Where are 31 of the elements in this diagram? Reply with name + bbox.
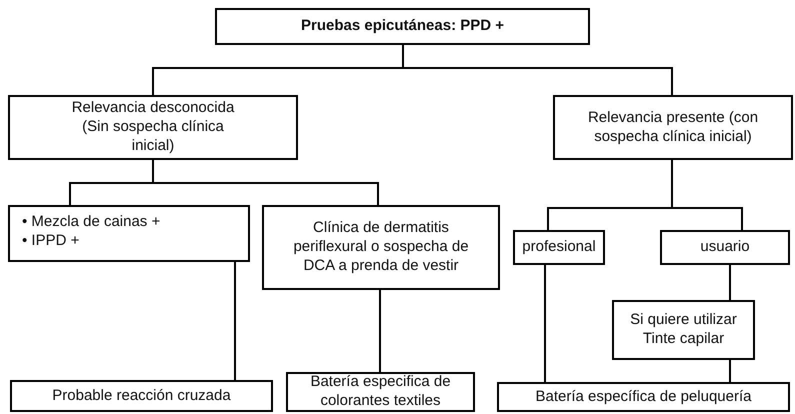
bullet-item: • Mezcla de cainas + bbox=[22, 213, 160, 232]
text-box bbox=[10, 380, 273, 412]
text-box bbox=[262, 205, 500, 290]
box-text: Batería especifica de colorantes textiles bbox=[309, 373, 452, 411]
box-text: profesional bbox=[522, 238, 596, 257]
box-text: Probable reacción cruzada bbox=[52, 386, 231, 406]
connector-line bbox=[729, 360, 731, 382]
text-box bbox=[553, 95, 793, 160]
box-text: Si quiere utilizar Tinte capilar bbox=[629, 311, 738, 349]
connector-line bbox=[402, 45, 673, 95]
text-box bbox=[215, 8, 590, 45]
connector-line bbox=[152, 160, 379, 205]
box-text: Clínica de dermatitis periflexural o sospecha de DCA a prenda de vestir bbox=[292, 219, 470, 276]
box-text: usuario bbox=[700, 238, 750, 257]
connector-line bbox=[729, 265, 731, 300]
text-box bbox=[8, 95, 298, 160]
connector-line bbox=[379, 290, 381, 372]
connector-line bbox=[671, 160, 743, 230]
text-box bbox=[660, 230, 790, 265]
connector-line bbox=[234, 262, 236, 380]
text-box bbox=[286, 372, 475, 412]
box-text: Relevancia presente (con sospecha clínica inicial) bbox=[586, 108, 760, 146]
box-text: Pruebas epicutáneas: PPD + bbox=[301, 17, 504, 36]
text-box bbox=[497, 382, 790, 412]
box-text: Batería específica de peluquería bbox=[536, 388, 752, 406]
text-box bbox=[612, 300, 755, 360]
box-text: Relevancia desconocida (Sin sospecha clínica inicial) bbox=[70, 99, 236, 156]
connector-line bbox=[544, 265, 546, 382]
bullet-item: • IPPD + bbox=[22, 232, 80, 250]
text-box bbox=[8, 205, 250, 262]
text-box bbox=[513, 230, 605, 265]
